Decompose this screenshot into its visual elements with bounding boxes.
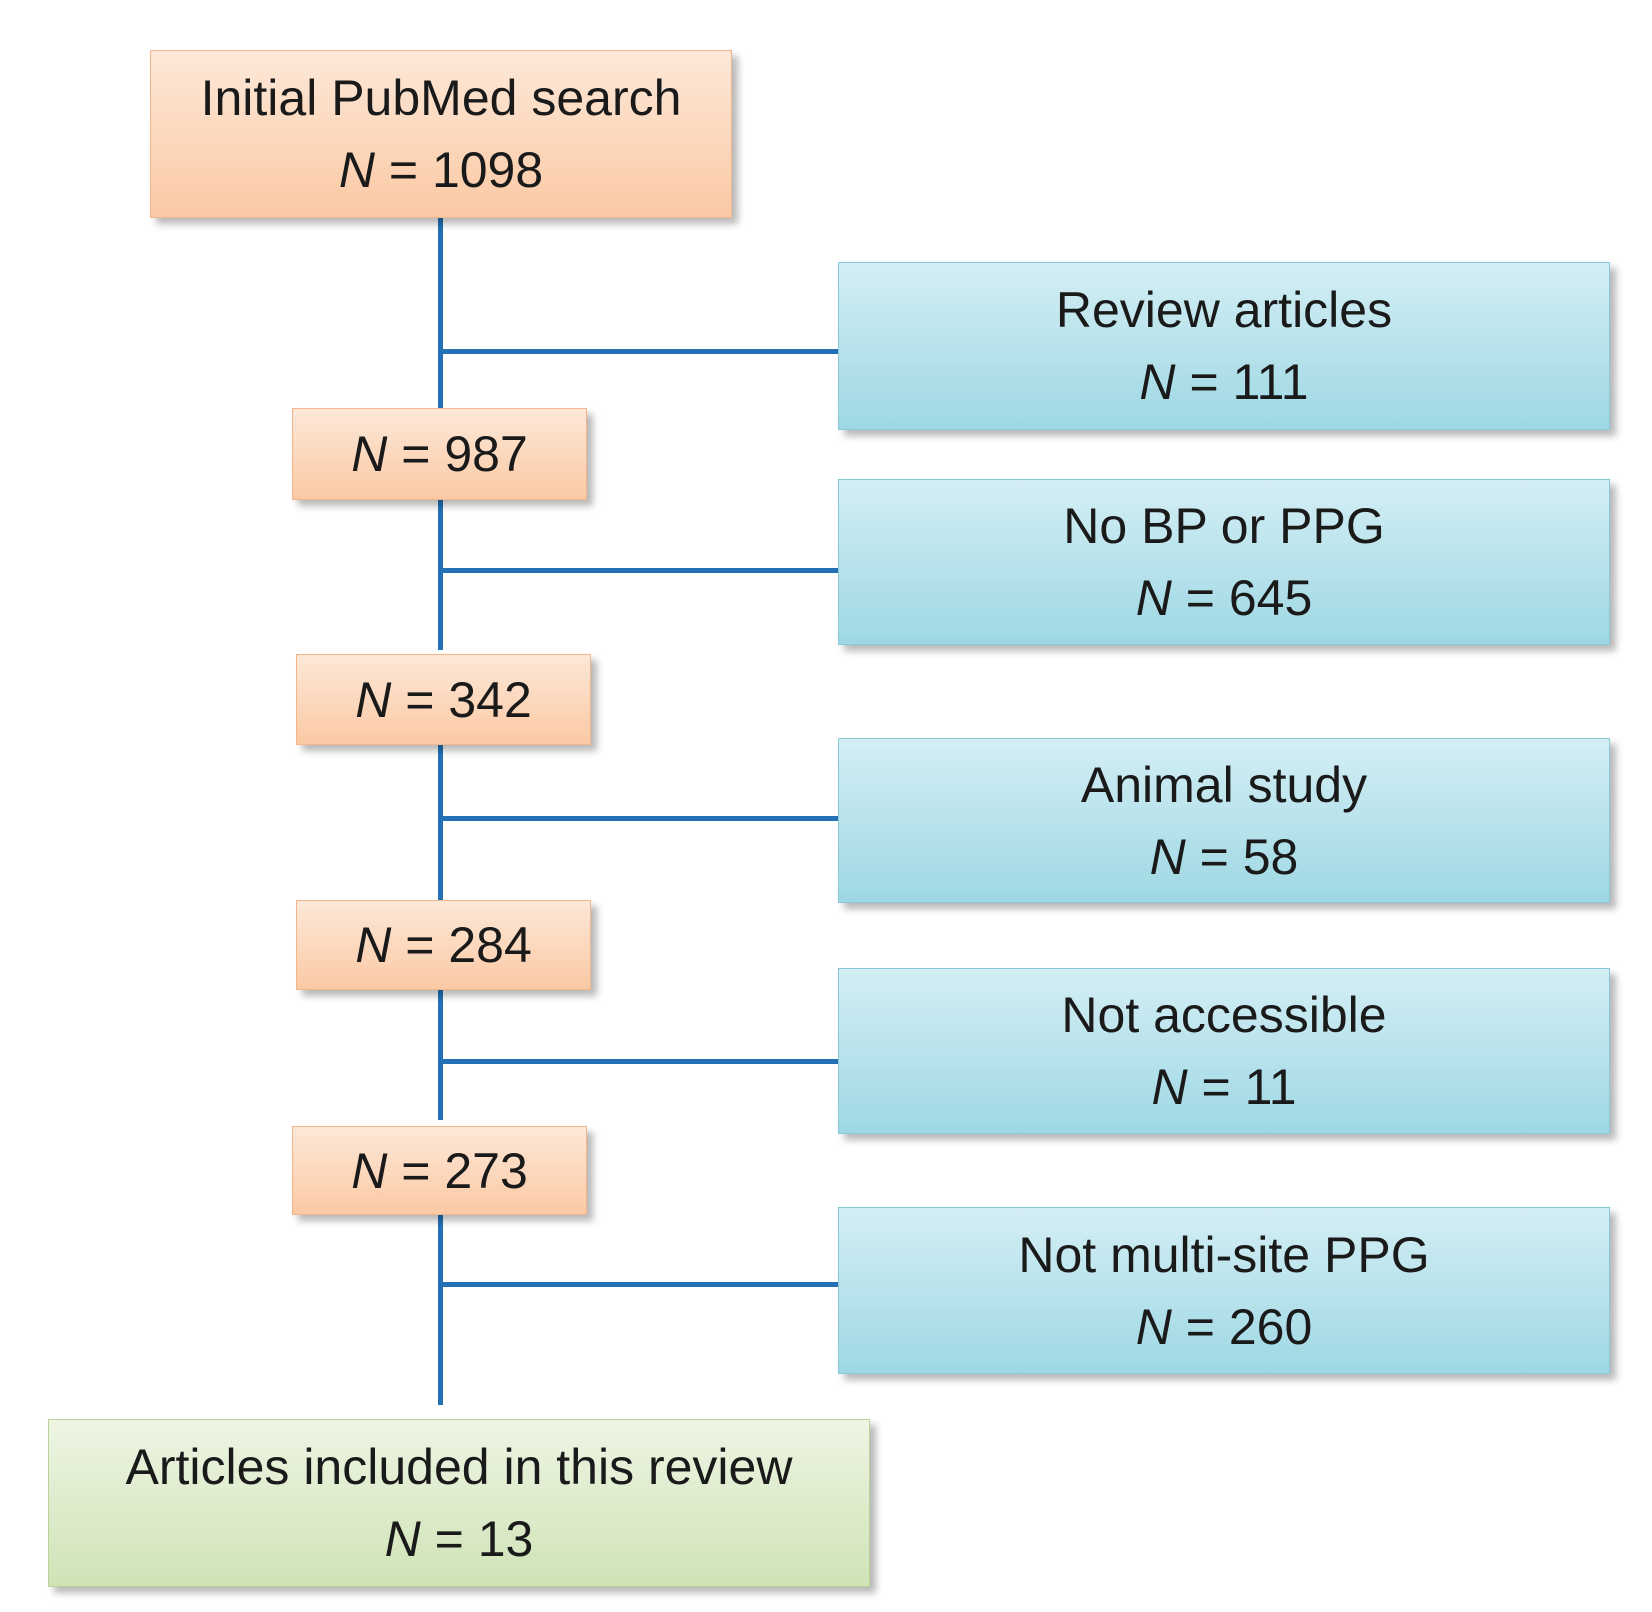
exclusion-box-animal-study: Animal study N = 58: [838, 738, 1610, 903]
equals-sign: =: [1201, 1059, 1231, 1115]
spine-connector-3: [438, 745, 443, 900]
n-symbol: N: [355, 917, 392, 973]
exclusion-label: Review articles: [1055, 282, 1393, 338]
equals-sign: =: [401, 426, 431, 482]
equals-sign: =: [405, 917, 435, 973]
count-value: 11: [1244, 1059, 1297, 1115]
n-symbol: N: [351, 426, 388, 482]
count-value: 273: [444, 1142, 528, 1199]
remaining-count: N = 987: [351, 418, 528, 490]
n-symbol: N: [338, 142, 375, 198]
initial-search-box: Initial PubMed search N = 1098: [150, 50, 732, 218]
count-value: 260: [1228, 1298, 1313, 1355]
initial-search-count: N = 1098: [339, 134, 543, 206]
equals-sign: =: [434, 1511, 464, 1567]
branch-connector-4: [438, 1059, 838, 1064]
initial-search-label: Initial PubMed search: [200, 70, 682, 126]
count-value: 342: [448, 671, 532, 728]
included-articles-box: Articles included in this review N = 13: [48, 1419, 870, 1587]
n-symbol: N: [1151, 1059, 1188, 1115]
included-articles-label: Articles included in this review: [125, 1439, 793, 1495]
exclusion-box-no-bp-or-ppg: No BP or PPG N = 645: [838, 479, 1610, 645]
equals-sign: =: [1199, 828, 1229, 885]
n-symbol: N: [1139, 354, 1176, 410]
spine-connector-2: [438, 500, 443, 650]
n-symbol: N: [1149, 828, 1186, 885]
branch-connector-5: [438, 1282, 838, 1287]
n-symbol: N: [1135, 1298, 1172, 1355]
exclusion-count: N = 645: [1136, 562, 1313, 634]
count-value: 987: [444, 426, 528, 482]
remaining-box-4: N = 273: [292, 1126, 587, 1215]
exclusion-label: Animal study: [1080, 756, 1368, 813]
equals-sign: =: [388, 142, 419, 198]
spine-connector-1: [438, 218, 443, 408]
remaining-box-1: N = 987: [292, 408, 587, 500]
remaining-count: N = 342: [355, 664, 532, 736]
included-articles-count: N = 13: [385, 1503, 534, 1575]
exclusion-box-review-articles: Review articles N = 111: [838, 262, 1610, 430]
remaining-count: N = 273: [351, 1135, 528, 1207]
count-value: 13: [477, 1511, 534, 1567]
exclusion-count: N = 11: [1151, 1051, 1296, 1123]
exclusion-count: N = 260: [1136, 1291, 1313, 1363]
exclusion-box-not-accessible: Not accessible N = 11: [838, 968, 1610, 1134]
n-symbol: N: [384, 1511, 421, 1567]
remaining-box-2: N = 342: [296, 654, 591, 745]
equals-sign: =: [405, 671, 435, 728]
branch-connector-2: [438, 568, 838, 573]
equals-sign: =: [1185, 1298, 1215, 1355]
count-value: 111: [1232, 354, 1309, 410]
equals-sign: =: [1185, 570, 1215, 626]
equals-sign: =: [1189, 354, 1219, 410]
n-symbol: N: [351, 1142, 388, 1199]
n-symbol: N: [1135, 570, 1172, 626]
remaining-count: N = 284: [355, 909, 532, 981]
exclusion-count: N = 111: [1139, 346, 1308, 418]
exclusion-label: No BP or PPG: [1063, 498, 1385, 554]
exclusion-label: Not multi-site PPG: [1018, 1226, 1430, 1283]
equals-sign: =: [401, 1142, 431, 1199]
count-value: 645: [1228, 570, 1313, 626]
spine-connector-5: [438, 1215, 443, 1405]
exclusion-label: Not accessible: [1061, 987, 1387, 1043]
exclusion-box-not-multi-site-ppg: Not multi-site PPG N = 260: [838, 1207, 1610, 1374]
exclusion-count: N = 58: [1150, 821, 1299, 893]
count-value: 58: [1242, 828, 1299, 885]
branch-connector-1: [438, 349, 838, 354]
count-value: 284: [448, 917, 532, 973]
branch-connector-3: [438, 816, 838, 821]
count-value: 1098: [431, 142, 544, 198]
spine-connector-4: [438, 990, 443, 1120]
n-symbol: N: [355, 671, 392, 728]
remaining-box-3: N = 284: [296, 900, 591, 990]
